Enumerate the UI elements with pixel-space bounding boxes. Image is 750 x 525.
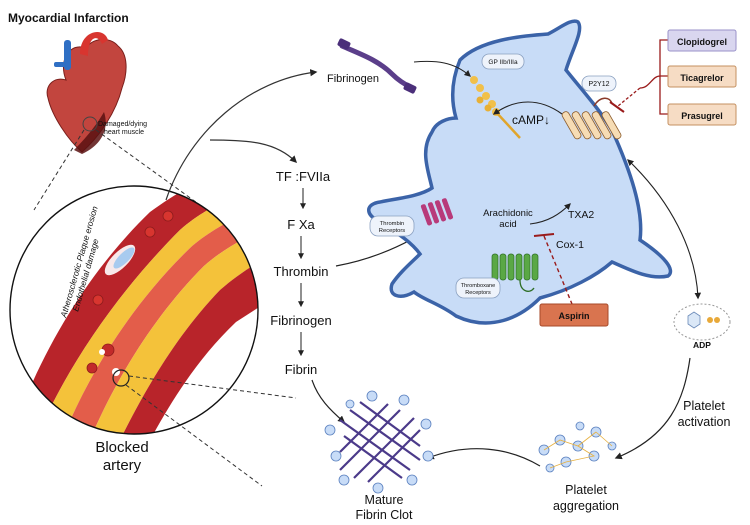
aspirin-label: Aspirin [558, 311, 589, 321]
ticagrelor-box [667, 65, 737, 88]
vein-icon [64, 40, 71, 70]
thromboxane-receptors-label-2: Receptors [465, 290, 491, 296]
fibrinogen-molecule-icon [337, 38, 417, 94]
damaged-area-marker [82, 116, 98, 132]
cascade-fibrin: Fibrin [285, 362, 318, 377]
platelet-activation-label-1: Platelet [683, 399, 725, 413]
arrow-p2y12-to-camp [492, 101, 563, 115]
cascade-fxa: F Xa [287, 217, 315, 232]
arrow-arachidonic-to-txa2 [529, 203, 571, 225]
thromboxane-receptor-icon [491, 253, 539, 292]
platelet-aggregation-label-1: Platelet [565, 483, 607, 497]
thromboxane-receptors-pill [455, 277, 501, 299]
mature-clot-label-1: Mature [365, 493, 404, 507]
cascade-tf-fviia: TF :FVIIa [276, 169, 331, 184]
platelet-aggregation-label-2: aggregation [553, 499, 619, 513]
mature-clot-label-2: Fibrin Clot [356, 508, 413, 522]
thrombin-receptors-pill [369, 215, 415, 237]
p2y12-inhibitor-bracket [639, 39, 668, 115]
p2y12-receptor-icon [561, 97, 622, 140]
fibrinogen-top-label: Fibrinogen [327, 73, 379, 85]
adp-molecule-icon [687, 311, 701, 329]
zoom-line-right [95, 129, 201, 206]
cox1-inhibit-bar [533, 233, 555, 237]
txa2-label: TXA2 [568, 209, 594, 221]
platelet-cell [367, 19, 673, 325]
artery-zoom-circle [9, 185, 259, 435]
cox1-label: Cox-1 [556, 239, 584, 251]
artery-cross-section [10, 186, 258, 434]
camp-label: cAMP↓ [512, 113, 550, 127]
thrombin-receptors-label-2: Receptors [379, 228, 406, 234]
blocked-artery-label-2: artery [103, 457, 142, 474]
p2y12-inhibit-bar [609, 101, 625, 113]
clopidogrel-box [667, 29, 737, 52]
arrow-to-cascade [209, 139, 298, 164]
aspirin-box [539, 303, 609, 327]
thrombin-receptor-icon [420, 198, 454, 226]
heart-illustration [46, 31, 127, 154]
arrow-artery-to-fibrinogen [165, 69, 318, 201]
arachidonic-label-2: acid [499, 219, 516, 230]
mature-fibrin-clot [324, 390, 434, 494]
aggregation-links [543, 431, 613, 469]
clopidogrel-label: Clopidogrel [677, 37, 727, 47]
thromboxane-receptors-label-1: Thromboxane [461, 283, 496, 289]
thrombin-receptors-label-1: Thrombin [380, 221, 404, 227]
arachidonic-label-1: Arachidonic [483, 208, 533, 219]
prasugrel-box [667, 103, 737, 126]
cascade-fibrinogen: Fibrinogen [270, 313, 331, 328]
arrow-adp-p2y12 [627, 159, 702, 300]
diagram-title: Myocardial Infarction [8, 11, 129, 25]
cascade-thrombin: Thrombin [274, 264, 329, 279]
gp-label-pill [481, 53, 525, 70]
arrow-activation-to-aggregation [614, 357, 691, 460]
p2y12-label: P2Y12 [588, 81, 609, 88]
ticagrelor-label: Ticagrelor [680, 73, 724, 83]
heart-label-2: heart muscle [104, 129, 144, 136]
zoom-line-left [33, 129, 85, 211]
prasugrel-label: Prasugrel [681, 111, 723, 121]
arrow-fibrinogen-to-gp [413, 60, 471, 77]
arrow-aggregation-to-clot [426, 448, 541, 467]
adp-label: ADP [693, 340, 711, 350]
clot-zoom-line-top [128, 375, 297, 399]
clot-zoom-line-bottom [125, 384, 263, 487]
gp-label: GP IIb/IIIa [488, 59, 518, 66]
aorta-icon [80, 31, 108, 56]
arrow-fibrin-to-clot [311, 379, 346, 423]
blocked-artery-label-1: Blocked [95, 439, 148, 456]
p2y12-inhibit-line [617, 87, 641, 107]
p2y12-label-pill [581, 75, 617, 92]
adp-molecule-circle [673, 303, 731, 341]
platelet-activation-label-2: activation [678, 415, 731, 429]
heart-label-1: Damaged/dying [98, 121, 147, 128]
clot-zoom-marker [112, 369, 130, 387]
platelet-aggregation-cluster [538, 421, 617, 473]
aspirin-inhibit-line [543, 235, 573, 305]
